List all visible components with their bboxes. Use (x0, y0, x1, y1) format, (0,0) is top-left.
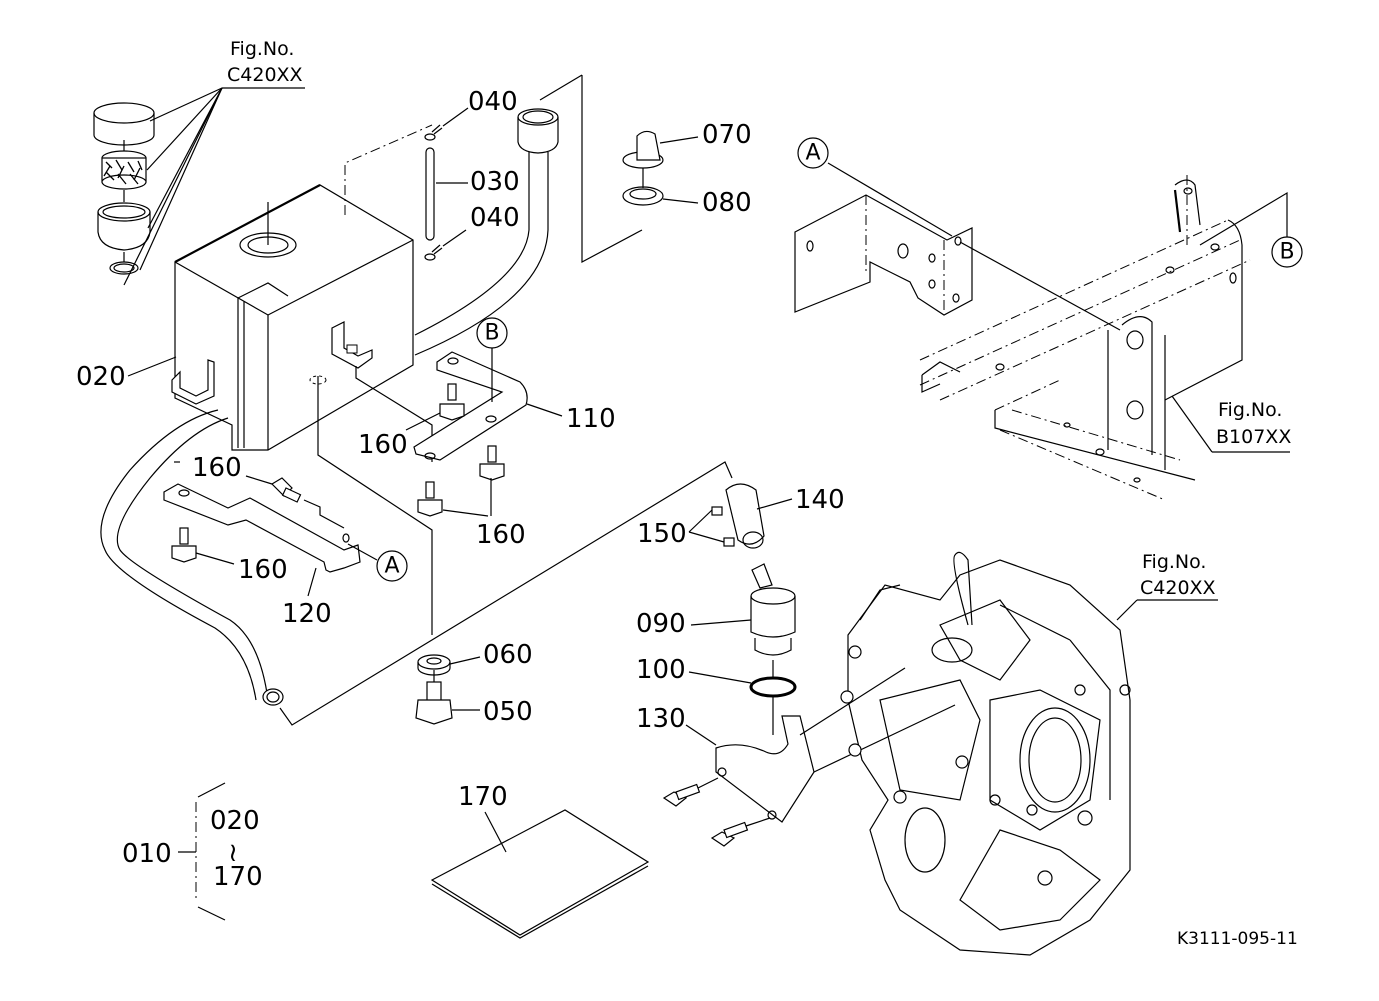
svg-text:080: 080 (702, 188, 752, 218)
fig-label: Fig.No. (1142, 551, 1206, 573)
svg-text:170: 170 (458, 782, 508, 812)
svg-text:110: 110 (566, 404, 616, 434)
part-label-160-d[interactable]: 160 (192, 453, 345, 529)
frame-body (919, 175, 1251, 501)
part-label-020[interactable]: 020 (76, 356, 177, 392)
svg-text:070: 070 (702, 120, 752, 150)
assembly-bracket[interactable]: 010 020 ~ 170 (122, 782, 263, 921)
bolt-160-a (439, 383, 465, 421)
svg-text:160: 160 (358, 430, 408, 460)
filter-leaders (123, 87, 223, 286)
svg-text:040: 040 (468, 87, 518, 117)
part-label-160-a[interactable]: 160 (358, 412, 441, 460)
svg-text:B: B (484, 321, 499, 346)
svg-text:B: B (1279, 240, 1294, 265)
assembly-parent: 010 (122, 839, 172, 869)
fig-ref-top-left[interactable]: Fig.No. C420XX (222, 38, 305, 89)
svg-text:040: 040 (470, 203, 520, 233)
assembly-lines (799, 667, 956, 773)
svg-text:160: 160 (476, 520, 526, 550)
assembly-range-end: 170 (213, 862, 263, 892)
svg-text:150: 150 (637, 519, 687, 549)
frame-bracket-a (794, 194, 973, 316)
svg-text:160: 160 (192, 453, 242, 483)
assembly-range-start: 020 (210, 806, 260, 836)
svg-text:090: 090 (636, 609, 686, 639)
part-070-cap[interactable]: 070 (622, 120, 752, 169)
drawing-code: K3111-095-11 (1177, 929, 1298, 949)
part-130-bracket[interactable]: 130 (636, 704, 815, 823)
oil-tank[interactable] (171, 184, 414, 451)
svg-text:A: A (384, 554, 399, 579)
bolt-160-b (417, 481, 443, 517)
filter-cap-icon (93, 102, 155, 146)
fig-code: C420XX (1140, 577, 1216, 599)
assembly-range-tilde: ~ (218, 842, 248, 864)
part-label-160-c[interactable]: 160 (195, 552, 288, 585)
bolt-160-d (171, 527, 197, 563)
filler-pipe (414, 108, 559, 356)
part-050-plug[interactable]: 050 (415, 681, 533, 727)
part-label-160-b[interactable]: 160 (442, 478, 526, 550)
svg-text:030: 030 (470, 167, 520, 197)
svg-text:050: 050 (483, 697, 533, 727)
part-120-bracket[interactable]: 120 (163, 483, 361, 629)
part-170-sheet[interactable]: 170 (430, 782, 650, 939)
svg-text:060: 060 (483, 640, 533, 670)
svg-text:140: 140 (795, 485, 845, 515)
bracket-bolts (662, 777, 771, 847)
svg-text:130: 130 (636, 704, 686, 734)
svg-text:A: A (805, 141, 820, 166)
part-150-terminals[interactable]: 150 (637, 506, 735, 549)
fig-code: B107XX (1216, 426, 1291, 448)
fig-label: Fig.No. (230, 38, 294, 60)
svg-text:160: 160 (238, 555, 288, 585)
fig-ref-right-frame[interactable]: Fig.No. B107XX (1171, 395, 1291, 453)
reference-lines (174, 74, 733, 726)
drain-hose (100, 409, 284, 706)
marker-b-right[interactable]: B (1199, 191, 1303, 268)
part-110-bracket[interactable]: 110 (413, 351, 616, 461)
part-040-clip-bottom[interactable]: 040 (424, 203, 520, 261)
fig-code: C420XX (227, 64, 303, 86)
svg-text:120: 120 (282, 599, 332, 629)
part-030-rod[interactable]: 030 (425, 147, 520, 241)
filter-cup-icon (97, 202, 151, 251)
part-140-sender[interactable]: 140 (725, 483, 845, 549)
part-080-washer[interactable]: 080 (622, 186, 752, 218)
filter-oring-icon (109, 261, 139, 275)
fig-ref-transmission[interactable]: Fig.No. C420XX (1116, 551, 1218, 621)
part-040-clip-top[interactable]: 040 (424, 87, 518, 141)
part-100-oring[interactable]: 100 (636, 655, 797, 698)
svg-text:100: 100 (636, 655, 686, 685)
svg-text:020: 020 (76, 362, 126, 392)
filter-mesh-icon (101, 150, 147, 190)
bolt-160-side (271, 477, 302, 503)
bolt-160-c (479, 445, 505, 481)
marker-a-left[interactable]: A (347, 543, 408, 582)
part-060-washer[interactable]: 060 (417, 640, 533, 676)
part-090-filter[interactable]: 090 (636, 563, 796, 656)
transmission-case (840, 551, 1131, 956)
fig-label: Fig.No. (1218, 399, 1282, 421)
marker-a-right[interactable]: A (797, 137, 953, 237)
marker-b-left[interactable]: B (476, 317, 508, 402)
